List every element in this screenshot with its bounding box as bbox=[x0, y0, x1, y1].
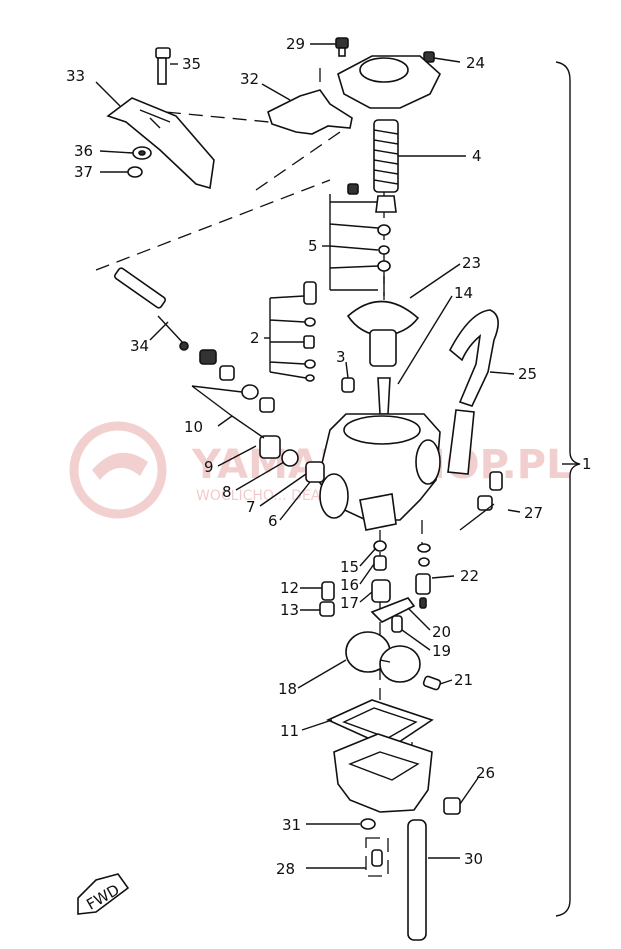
callout-24: 24 bbox=[466, 54, 485, 72]
float-bowl bbox=[333, 733, 433, 813]
part-2-pilot-set bbox=[269, 281, 317, 382]
part-14-needle-jet bbox=[377, 377, 391, 415]
assembly-bracket bbox=[555, 61, 581, 917]
callout-6: 6 bbox=[268, 512, 278, 530]
callout-8: 8 bbox=[222, 483, 232, 501]
callout-13: 13 bbox=[280, 601, 299, 619]
callout-7: 7 bbox=[246, 498, 256, 516]
callout-23: 23 bbox=[462, 254, 481, 272]
part-10-nut bbox=[219, 365, 235, 381]
callout-26: 26 bbox=[476, 764, 495, 782]
callout-18: 18 bbox=[278, 680, 297, 698]
part-21-screw bbox=[422, 675, 442, 691]
part-37-nut bbox=[127, 166, 143, 178]
callout-22: 22 bbox=[460, 567, 479, 585]
callout-16: 16 bbox=[340, 576, 359, 594]
callout-35: 35 bbox=[182, 55, 201, 73]
part-28-group-box bbox=[365, 837, 389, 877]
callout-19: 19 bbox=[432, 642, 451, 660]
part-35-bolt bbox=[155, 47, 171, 85]
part-10-screw bbox=[199, 349, 217, 365]
callout-31: 31 bbox=[282, 816, 301, 834]
watermark-logo-icon bbox=[69, 421, 167, 519]
callout-17: 17 bbox=[340, 594, 359, 612]
part-13-plug bbox=[319, 601, 335, 617]
part-28-screw bbox=[371, 849, 383, 867]
part-32-cable-bracket bbox=[267, 89, 353, 135]
callout-11: 11 bbox=[280, 722, 299, 740]
callout-9: 9 bbox=[204, 458, 214, 476]
callout-5: 5 bbox=[308, 237, 318, 255]
part-17-nozzle bbox=[371, 579, 391, 603]
callout-33: 33 bbox=[66, 67, 85, 85]
part-top-cap bbox=[337, 55, 441, 109]
callout-4: 4 bbox=[472, 147, 482, 165]
callout-30: 30 bbox=[464, 850, 483, 868]
callout-2: 2 bbox=[250, 329, 260, 347]
part-25-hose bbox=[448, 309, 499, 407]
callout-29: 29 bbox=[286, 35, 305, 53]
part-4-spring bbox=[373, 119, 399, 193]
callout-21: 21 bbox=[454, 671, 473, 689]
callout-27: 27 bbox=[524, 504, 543, 522]
part-7-ring bbox=[281, 449, 299, 467]
callout-14: 14 bbox=[454, 284, 473, 302]
callout-34: 34 bbox=[130, 337, 149, 355]
part-10-plug bbox=[259, 397, 275, 413]
fwd-arrow-icon: FWD bbox=[77, 873, 130, 915]
callout-25: 25 bbox=[518, 365, 537, 383]
callout-37: 37 bbox=[74, 163, 93, 181]
part-34-cable-rod bbox=[114, 267, 189, 351]
part-36-washer-hole bbox=[138, 150, 146, 156]
callout-28: 28 bbox=[276, 860, 295, 878]
part-25-hose-lower bbox=[447, 409, 475, 475]
callout-12: 12 bbox=[280, 579, 299, 597]
part-16-main-jet bbox=[373, 555, 387, 571]
part-15-oring bbox=[373, 540, 387, 552]
part-8-sleeve bbox=[259, 435, 281, 459]
part-31-clip bbox=[360, 818, 376, 830]
part-27-screw-set bbox=[459, 471, 503, 531]
part-3-jet bbox=[341, 377, 355, 393]
part-6-to-10-set bbox=[191, 349, 325, 483]
callout-10: 10 bbox=[184, 418, 203, 436]
callout-15: 15 bbox=[340, 558, 359, 576]
callout-3: 3 bbox=[336, 348, 346, 366]
part-23-piston bbox=[346, 300, 420, 367]
carburetor-body bbox=[317, 413, 441, 531]
callout-1: 1 bbox=[582, 455, 592, 473]
part-24-screw bbox=[423, 51, 435, 63]
callout-labels: 35 33 36 37 32 29 24 4 5 23 14 25 2 3 34… bbox=[66, 35, 592, 878]
part-30-drain-hose bbox=[407, 819, 427, 941]
part-19-pin bbox=[391, 615, 403, 633]
part-26-drain-screw bbox=[443, 797, 461, 815]
watermark-logo-swoosh-icon bbox=[92, 452, 148, 480]
part-22-set bbox=[415, 543, 431, 609]
part-9-washer bbox=[241, 384, 259, 400]
part-29-screw bbox=[335, 37, 349, 57]
leader-lines bbox=[95, 43, 578, 869]
callout-20: 20 bbox=[432, 623, 451, 641]
part-18-float bbox=[345, 631, 421, 683]
part-5-needle-set bbox=[329, 183, 397, 296]
part-33-bracket bbox=[106, 97, 215, 190]
part-6-cap bbox=[305, 461, 325, 483]
part-20-float-arm bbox=[370, 597, 416, 623]
part-12-screw bbox=[321, 581, 335, 601]
callout-36: 36 bbox=[74, 142, 93, 160]
callout-32: 32 bbox=[240, 70, 259, 88]
